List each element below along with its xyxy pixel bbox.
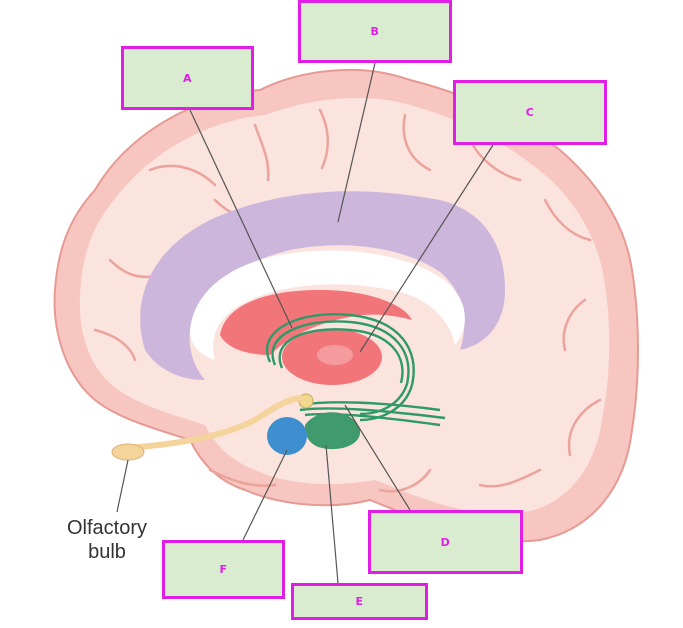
label-box-f[interactable]: F <box>162 540 285 599</box>
label-box-c[interactable]: C <box>453 80 607 145</box>
label-f-text: F <box>219 563 227 576</box>
label-box-b[interactable]: B <box>298 0 452 63</box>
label-d-text: D <box>441 536 451 549</box>
olfactory-bulb-annotation: Olfactory bulb <box>52 516 162 564</box>
label-a-text: A <box>183 72 192 85</box>
label-b-text: B <box>371 25 380 38</box>
amygdala <box>267 417 307 455</box>
label-box-d[interactable]: D <box>368 510 523 574</box>
label-box-e[interactable]: E <box>291 583 428 620</box>
label-c-text: C <box>526 106 535 119</box>
label-box-a[interactable]: A <box>121 46 254 110</box>
label-e-text: E <box>355 595 363 608</box>
olfactory-line2: bulb <box>52 540 162 564</box>
olfactory-bulb <box>112 444 144 460</box>
thalamus-highlight <box>317 345 353 365</box>
olfactory-line1: Olfactory <box>52 516 162 540</box>
